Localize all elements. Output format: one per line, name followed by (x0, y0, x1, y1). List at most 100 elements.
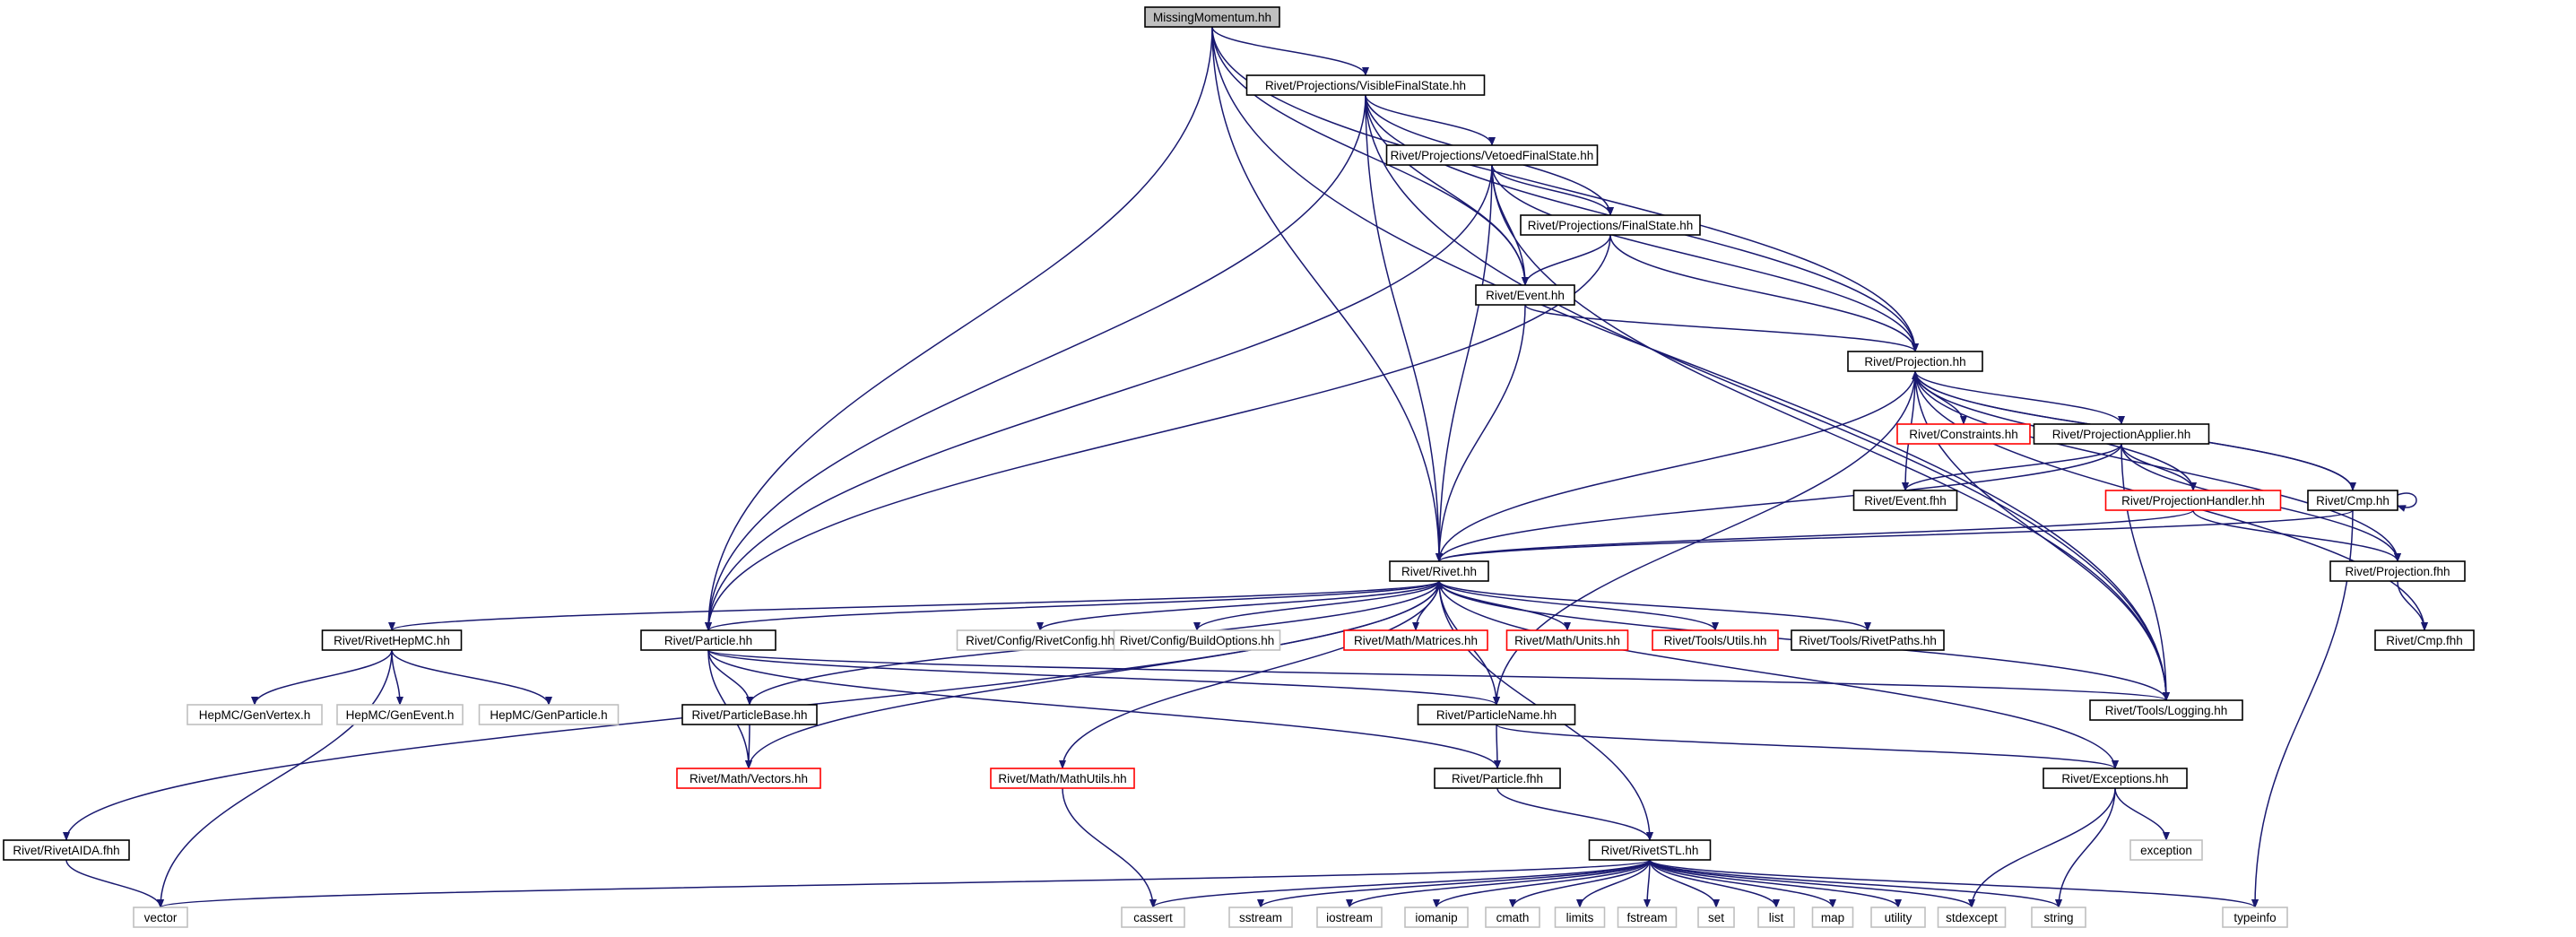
node-label: Rivet/Rivet.hh (1401, 565, 1477, 578)
node-label: Rivet/Exceptions.hh (2061, 772, 2168, 785)
node-matrices[interactable]: Rivet/Math/Matrices.hh (1343, 629, 1488, 651)
node-constraints[interactable]: Rivet/Constraints.hh (1896, 423, 2031, 445)
node-particlebase[interactable]: Rivet/ParticleBase.hh (681, 704, 818, 725)
node-iomanip: iomanip (1404, 907, 1469, 928)
node-projection[interactable]: Rivet/Projection.hh (1847, 351, 1983, 372)
node-box (1588, 839, 1712, 861)
node-label: typeinfo (2233, 911, 2276, 924)
node-label: Rivet/Projection.hh (1864, 355, 1965, 369)
node-box (1847, 351, 1983, 372)
node-string: string (2031, 907, 2086, 928)
edge-projapplier-to-eventfhh (1902, 443, 2122, 491)
edge-rivet-to-rivetpaths (1438, 580, 1871, 631)
node-box (1404, 907, 1469, 928)
edge-rivetstl-to-typeinfo (1649, 859, 2259, 908)
edge-rivet-to-mathutils (1059, 580, 1440, 769)
node-exceptions[interactable]: Rivet/Exceptions.hh (2043, 768, 2188, 789)
node-projhandler[interactable]: Rivet/ProjectionHandler.hh (2104, 490, 2282, 511)
edge-particlename-to-exceptions (1496, 724, 2119, 769)
node-label: Rivet/Tools/Utils.hh (1664, 634, 1767, 647)
node-utils[interactable]: Rivet/Tools/Utils.hh (1652, 629, 1779, 651)
node-finalstate[interactable]: Rivet/Projections/FinalState.hh (1520, 214, 1701, 236)
node-label: Rivet/Particle.fhh (1452, 772, 1543, 785)
node-visible[interactable]: Rivet/Projections/VisibleFinalState.hh (1245, 74, 1486, 96)
node-label: Rivet/Particle.hh (664, 634, 752, 647)
node-rivetstl[interactable]: Rivet/RivetSTL.hh (1588, 839, 1712, 861)
node-vectors[interactable]: Rivet/Math/Vectors.hh (676, 768, 821, 789)
node-vetoed[interactable]: Rivet/Projections/VetoedFinalState.hh (1385, 144, 1599, 166)
node-hepmc[interactable]: Rivet/RivetHepMC.hh (321, 629, 463, 651)
node-label: Rivet/Projections/FinalState.hh (1528, 219, 1694, 232)
edge-rivet-to-hepmc (388, 580, 1440, 631)
node-units[interactable]: Rivet/Math/Units.hh (1505, 629, 1629, 651)
node-box (133, 907, 188, 928)
node-list: list (1757, 907, 1795, 928)
edge-rivetstl-to-limits (1576, 859, 1651, 908)
node-rivetpaths[interactable]: Rivet/Tools/RivetPaths.hh (1791, 629, 1945, 651)
node-projapplier[interactable]: Rivet/ProjectionApplier.hh (2033, 423, 2210, 445)
node-label: Rivet/Tools/Logging.hh (2105, 704, 2228, 717)
node-label: list (1769, 911, 1784, 924)
node-box (640, 629, 776, 651)
node-label: exception (2140, 844, 2192, 857)
node-label: Rivet/ParticleBase.hh (691, 708, 807, 722)
edge-missing-to-particle (705, 26, 1213, 631)
node-aidafhh[interactable]: Rivet/RivetAIDA.fhh (3, 839, 130, 861)
node-box (1652, 629, 1779, 651)
node-label: Rivet/Event.hh (1486, 289, 1565, 302)
edge-rivet-to-rivetconfig (1036, 580, 1440, 631)
node-box (1245, 74, 1486, 96)
edge-aidafhh-to-vector (65, 859, 164, 908)
node-box (681, 704, 818, 725)
edge-layer (63, 26, 2428, 908)
node-projfhh[interactable]: Rivet/Projection.fhh (2329, 560, 2466, 582)
edge-visible-to-particle (705, 94, 1366, 631)
node-box (186, 704, 323, 725)
node-label: Rivet/RivetHepMC.hh (334, 634, 450, 647)
node-label: Rivet/RivetAIDA.fhh (13, 844, 119, 857)
node-particle[interactable]: Rivet/Particle.hh (640, 629, 776, 651)
edge-rivetstl-to-iomanip (1433, 859, 1651, 908)
node-label: vector (144, 911, 178, 924)
edge-vetoed-to-rivet (1435, 164, 1493, 562)
node-missing[interactable]: MissingMomentum.hh (1144, 6, 1280, 28)
node-limits: limits (1554, 907, 1606, 928)
node-cmpfhh[interactable]: Rivet/Cmp.fhh (2374, 629, 2475, 651)
edge-missing-to-logging (1211, 26, 2170, 701)
node-label: cmath (1496, 911, 1530, 924)
edge-rivetstl-to-cassert (1149, 859, 1651, 908)
edge-rivet-to-buildopts (1193, 580, 1440, 631)
node-particlename[interactable]: Rivet/ParticleName.hh (1417, 704, 1576, 725)
node-label: Rivet/Event.fhh (1864, 494, 1947, 508)
node-vector: vector (133, 907, 188, 928)
edge-finalstate-to-event (1522, 234, 1611, 286)
node-box (2374, 629, 2475, 651)
edge-projection-to-rivet (1435, 370, 1916, 562)
node-cmp[interactable]: Rivet/Cmp.hh (2307, 490, 2398, 511)
node-box (1554, 907, 1606, 928)
node-event[interactable]: Rivet/Event.hh (1475, 284, 1575, 306)
edge-particle-to-logging (707, 649, 2170, 701)
node-label: Rivet/Math/Matrices.hh (1354, 634, 1478, 647)
node-rivet[interactable]: Rivet/Rivet.hh (1389, 560, 1489, 582)
edge-particle-to-particlebase (707, 649, 753, 706)
edge-cmp-to-rivet (1435, 509, 2354, 562)
edge-projapplier-to-rivet (1435, 443, 2122, 562)
edge-rivetstl-to-list (1649, 859, 1780, 908)
edge-hepmc-to-vector (157, 649, 393, 908)
node-mathutils[interactable]: Rivet/Math/MathUtils.hh (990, 768, 1135, 789)
edge-rivetstl-to-sstream (1257, 859, 1651, 908)
node-box (2031, 907, 2086, 928)
node-label: Rivet/Config/RivetConfig.hh (966, 634, 1115, 647)
edge-missing-to-rivet (1211, 26, 1443, 562)
node-label: Rivet/Tools/RivetPaths.hh (1799, 634, 1937, 647)
edge-rivetstl-to-set (1649, 859, 1720, 908)
node-box (1475, 284, 1575, 306)
node-label: utility (1885, 911, 1912, 924)
node-label: Rivet/RivetSTL.hh (1601, 844, 1699, 857)
node-particlefhh[interactable]: Rivet/Particle.fhh (1434, 768, 1561, 789)
node-eventfhh[interactable]: Rivet/Event.fhh (1852, 490, 1958, 511)
node-box (1791, 629, 1945, 651)
node-logging[interactable]: Rivet/Tools/Logging.hh (2089, 699, 2243, 721)
node-label: Rivet/Constraints.hh (1909, 428, 2018, 441)
